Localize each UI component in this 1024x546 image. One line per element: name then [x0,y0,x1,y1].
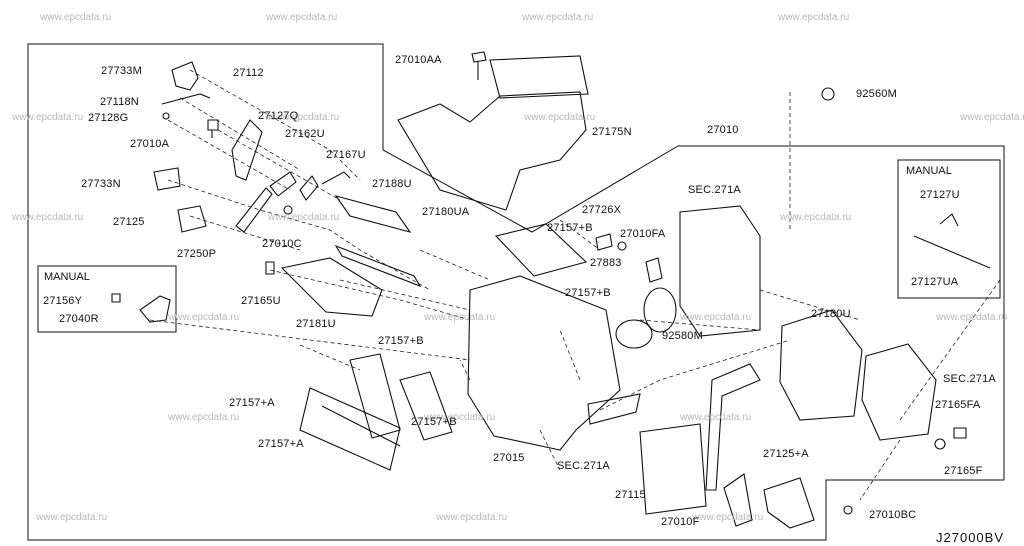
part-label[interactable]: 27180U [811,308,851,320]
part-label[interactable]: SEC.271A [943,373,996,385]
watermark: www.epcdata.ru [36,512,108,523]
part-label[interactable]: SEC.271A [688,184,741,196]
part-label[interactable]: 27128G [88,112,129,124]
leader-lines [149,69,1001,501]
watermark: www.epcdata.ru [266,12,338,23]
part-label[interactable]: 27165F [944,465,983,477]
part-label[interactable]: 27165U [241,295,281,307]
part-label[interactable]: 27118N [100,96,139,108]
part-label[interactable]: 27010FA [620,228,666,240]
watermark: www.epcdata.ru [778,12,850,23]
part-label[interactable]: 27157+B [565,287,611,299]
watermark: www.epcdata.ru [680,312,752,323]
watermark: www.epcdata.ru [960,112,1024,123]
part-label[interactable]: 27733N [81,178,121,190]
watermark: www.epcdata.ru [524,112,596,123]
part-label[interactable]: 27883 [590,257,622,269]
part-label[interactable]: 27010A [130,138,170,150]
watermark: www.epcdata.ru [692,512,764,523]
part-label[interactable]: 27157+B [411,416,457,428]
part-label[interactable]: 27125+A [763,448,809,460]
watermark: www.epcdata.ru [436,512,508,523]
part-label[interactable]: 27180UA [422,206,470,218]
watermark: www.epcdata.ru [424,312,496,323]
part-label[interactable]: 27115 [615,489,646,501]
manual-box-right [897,159,1001,299]
part-label[interactable]: 27165FA [935,399,981,411]
manual-box-left [37,265,177,333]
part-label[interactable]: 27733M [101,65,142,77]
part-label[interactable]: 27127U [920,189,960,201]
manual-box-title: MANUAL [906,165,952,177]
main-frame [27,43,1005,541]
watermark: www.epcdata.ru [12,212,84,223]
watermark: www.epcdata.ru [40,12,112,23]
watermark: www.epcdata.ru [268,212,340,223]
part-label[interactable]: 27112 [233,67,264,79]
part-label[interactable]: 27188U [372,178,412,190]
part-shapes [111,51,991,529]
watermark: www.epcdata.ru [522,12,594,23]
part-label[interactable]: 27162U [285,128,325,140]
manual-box-title: MANUAL [44,271,90,283]
part-label[interactable]: 27010AA [395,54,442,66]
part-label[interactable]: 92560M [856,88,897,100]
part-label[interactable]: 27157+B [547,222,593,234]
part-label[interactable]: 27010BC [869,509,917,521]
watermark: www.epcdata.ru [168,312,240,323]
watermark: www.epcdata.ru [268,112,340,123]
part-label[interactable]: 27726X [582,204,622,216]
part-label[interactable]: 27015 [493,452,525,464]
watermark: www.epcdata.ru [424,412,496,423]
part-label[interactable]: 27175N [592,126,632,138]
watermark: www.epcdata.ru [680,412,752,423]
part-label[interactable]: 27010C [262,238,302,250]
diagram-id: J27000BV [936,530,1004,545]
part-label[interactable]: 27157+B [378,335,424,347]
watermark: www.epcdata.ru [12,112,84,123]
part-label[interactable]: 27125 [113,216,145,228]
part-label[interactable]: 27127UA [911,276,959,288]
watermark: www.epcdata.ru [780,212,852,223]
part-label[interactable]: 27250P [177,248,217,260]
watermark: www.epcdata.ru [936,312,1008,323]
part-label[interactable]: 27156Y [43,295,83,307]
part-label[interactable]: 27167U [326,149,366,161]
part-label[interactable]: 27010 [707,124,739,136]
part-label[interactable]: 27157+A [229,397,275,409]
part-label[interactable]: SEC.271A [557,460,610,472]
part-label[interactable]: 27181U [296,318,336,330]
part-label[interactable]: 27040R [59,313,99,325]
part-label[interactable]: 92580M [662,330,703,342]
part-label[interactable]: 27127Q [258,110,299,122]
part-label[interactable]: 27157+A [258,438,304,450]
watermark: www.epcdata.ru [168,412,240,423]
part-label[interactable]: 27010F [661,516,700,528]
